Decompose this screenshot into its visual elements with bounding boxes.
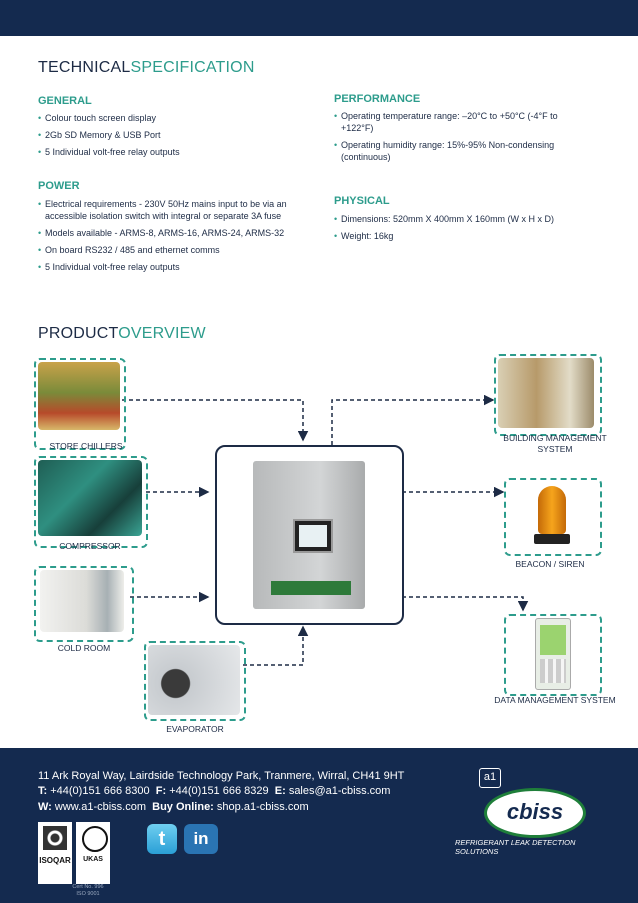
shop-link[interactable]: shop.a1-cbiss.com [216, 801, 309, 813]
cert-number: Cert No. 996 [72, 884, 104, 890]
footer-phone-line: T: +44(0)151 666 8300 F: +44(0)151 666 8… [38, 785, 390, 797]
evaporator-image [148, 645, 240, 715]
phone-label: T: [38, 785, 48, 797]
beacon-label: BEACON / SIREN [515, 559, 585, 569]
list-item: 2Gb SD Memory & USB Port [38, 129, 308, 141]
website-link[interactable]: www.a1-cbiss.com [54, 801, 146, 813]
list-item: Dimensions: 520mm X 400mm X 160mm (W x H… [334, 213, 614, 225]
twitter-icon[interactable]: t [147, 824, 177, 854]
list-item: Electrical requirements - 230V 50Hz main… [38, 198, 310, 222]
cbiss-logo: cbiss [484, 788, 586, 838]
connector-evaporator [243, 625, 309, 666]
cold-room-image [40, 570, 124, 632]
bms-box [494, 354, 602, 436]
fax-value: +44(0)151 666 8329 [169, 785, 269, 797]
tech-spec-title-a: TECHNICAL [38, 59, 131, 76]
ukas-logo: UKAS [76, 822, 110, 884]
evaporator-label: EVAPORATOR [166, 724, 224, 734]
compressor-label: COMPRESSOR [59, 541, 121, 551]
footer-address: 11 Ark Royal Way, Lairdside Technology P… [38, 770, 405, 782]
email-link[interactable]: sales@a1-cbiss.com [288, 785, 391, 797]
footer-web-line: W: www.a1-cbiss.com Buy Online: shop.a1-… [38, 801, 309, 813]
buy-online-label: Buy Online: [152, 801, 214, 813]
data-mgmt-box [504, 614, 602, 696]
top-banner [0, 0, 638, 36]
compressor-box [34, 456, 148, 548]
tech-spec-title: TECHNICALSPECIFICATION [38, 59, 255, 77]
list-item: Operating temperature range: –20°C to +5… [334, 110, 589, 134]
overview-title-b: OVERVIEW [118, 325, 206, 342]
overview-title-a: PRODUCT [38, 325, 119, 342]
general-heading: GENERAL [38, 95, 92, 107]
list-item: Weight: 16kg [334, 230, 614, 242]
evaporator-box [144, 641, 246, 721]
connector-data [402, 596, 529, 612]
beacon-siren-icon [538, 486, 566, 534]
connector-bms [331, 394, 495, 445]
beacon-box [504, 478, 602, 556]
store-chillers-label: STORE CHILLERS [49, 441, 123, 451]
list-item: Colour touch screen display [38, 112, 308, 124]
power-heading: POWER [38, 180, 80, 192]
fax-label: F: [155, 785, 167, 797]
data-mgmt-label: DATA MANAGEMENT SYSTEM [494, 695, 616, 705]
isoqar-logo: ISOQAR [38, 822, 72, 884]
isoqar-text: ISOQAR [39, 856, 71, 865]
ukas-text: UKAS [83, 856, 103, 863]
terminal-strip [271, 581, 351, 595]
connector-store-chillers [122, 399, 309, 442]
general-list: Colour touch screen display 2Gb SD Memor… [38, 112, 308, 163]
a1-logo: a1 [479, 768, 501, 788]
power-list: Electrical requirements - 230V 50Hz main… [38, 198, 310, 278]
overview-title: PRODUCTOVERVIEW [38, 325, 206, 343]
list-item: Models available - ARMS-8, ARMS-16, ARMS… [38, 227, 310, 239]
compressor-image [38, 460, 142, 536]
arms-unit-frame [215, 445, 404, 625]
footer: 11 Ark Royal Way, Lairdside Technology P… [0, 748, 638, 903]
data-mgmt-image [535, 618, 571, 690]
tagline: REFRIGERANT LEAK DETECTION SOLUTIONS [455, 838, 576, 856]
linkedin-icon[interactable]: in [184, 824, 218, 854]
bms-label: BUILDING MANAGEMENT SYSTEM [503, 433, 607, 454]
physical-list: Dimensions: 520mm X 400mm X 160mm (W x H… [334, 213, 614, 247]
list-item: 5 Individual volt-free relay outputs [38, 261, 310, 273]
cert-caption: Cert No. 996 ISO 9001 [58, 884, 118, 898]
performance-heading: PERFORMANCE [334, 93, 421, 105]
cold-room-label: COLD ROOM [57, 643, 111, 653]
list-item: Operating humidity range: 15%-95% Non-co… [334, 139, 589, 163]
cbiss-wordmark: cbiss [506, 799, 564, 824]
list-item: On board RS232 / 485 and ethernet comms [38, 244, 310, 256]
cold-room-box [34, 566, 134, 642]
arms-unit-image [253, 461, 365, 609]
phone-value[interactable]: +44(0)151 666 8300 [50, 785, 150, 797]
web-label: W: [38, 801, 52, 813]
iso-standard: ISO 9001 [76, 891, 100, 897]
store-chillers-image [38, 362, 120, 430]
email-label: E: [274, 785, 286, 797]
physical-heading: PHYSICAL [334, 195, 390, 207]
touch-screen-icon [293, 519, 333, 553]
list-item: 5 Individual volt-free relay outputs [38, 146, 308, 158]
tech-spec-title-b: SPECIFICATION [130, 59, 255, 76]
performance-list: Operating temperature range: –20°C to +5… [334, 110, 589, 168]
bms-image [498, 358, 594, 428]
store-chillers-box [34, 358, 126, 450]
beacon-base [534, 534, 570, 544]
